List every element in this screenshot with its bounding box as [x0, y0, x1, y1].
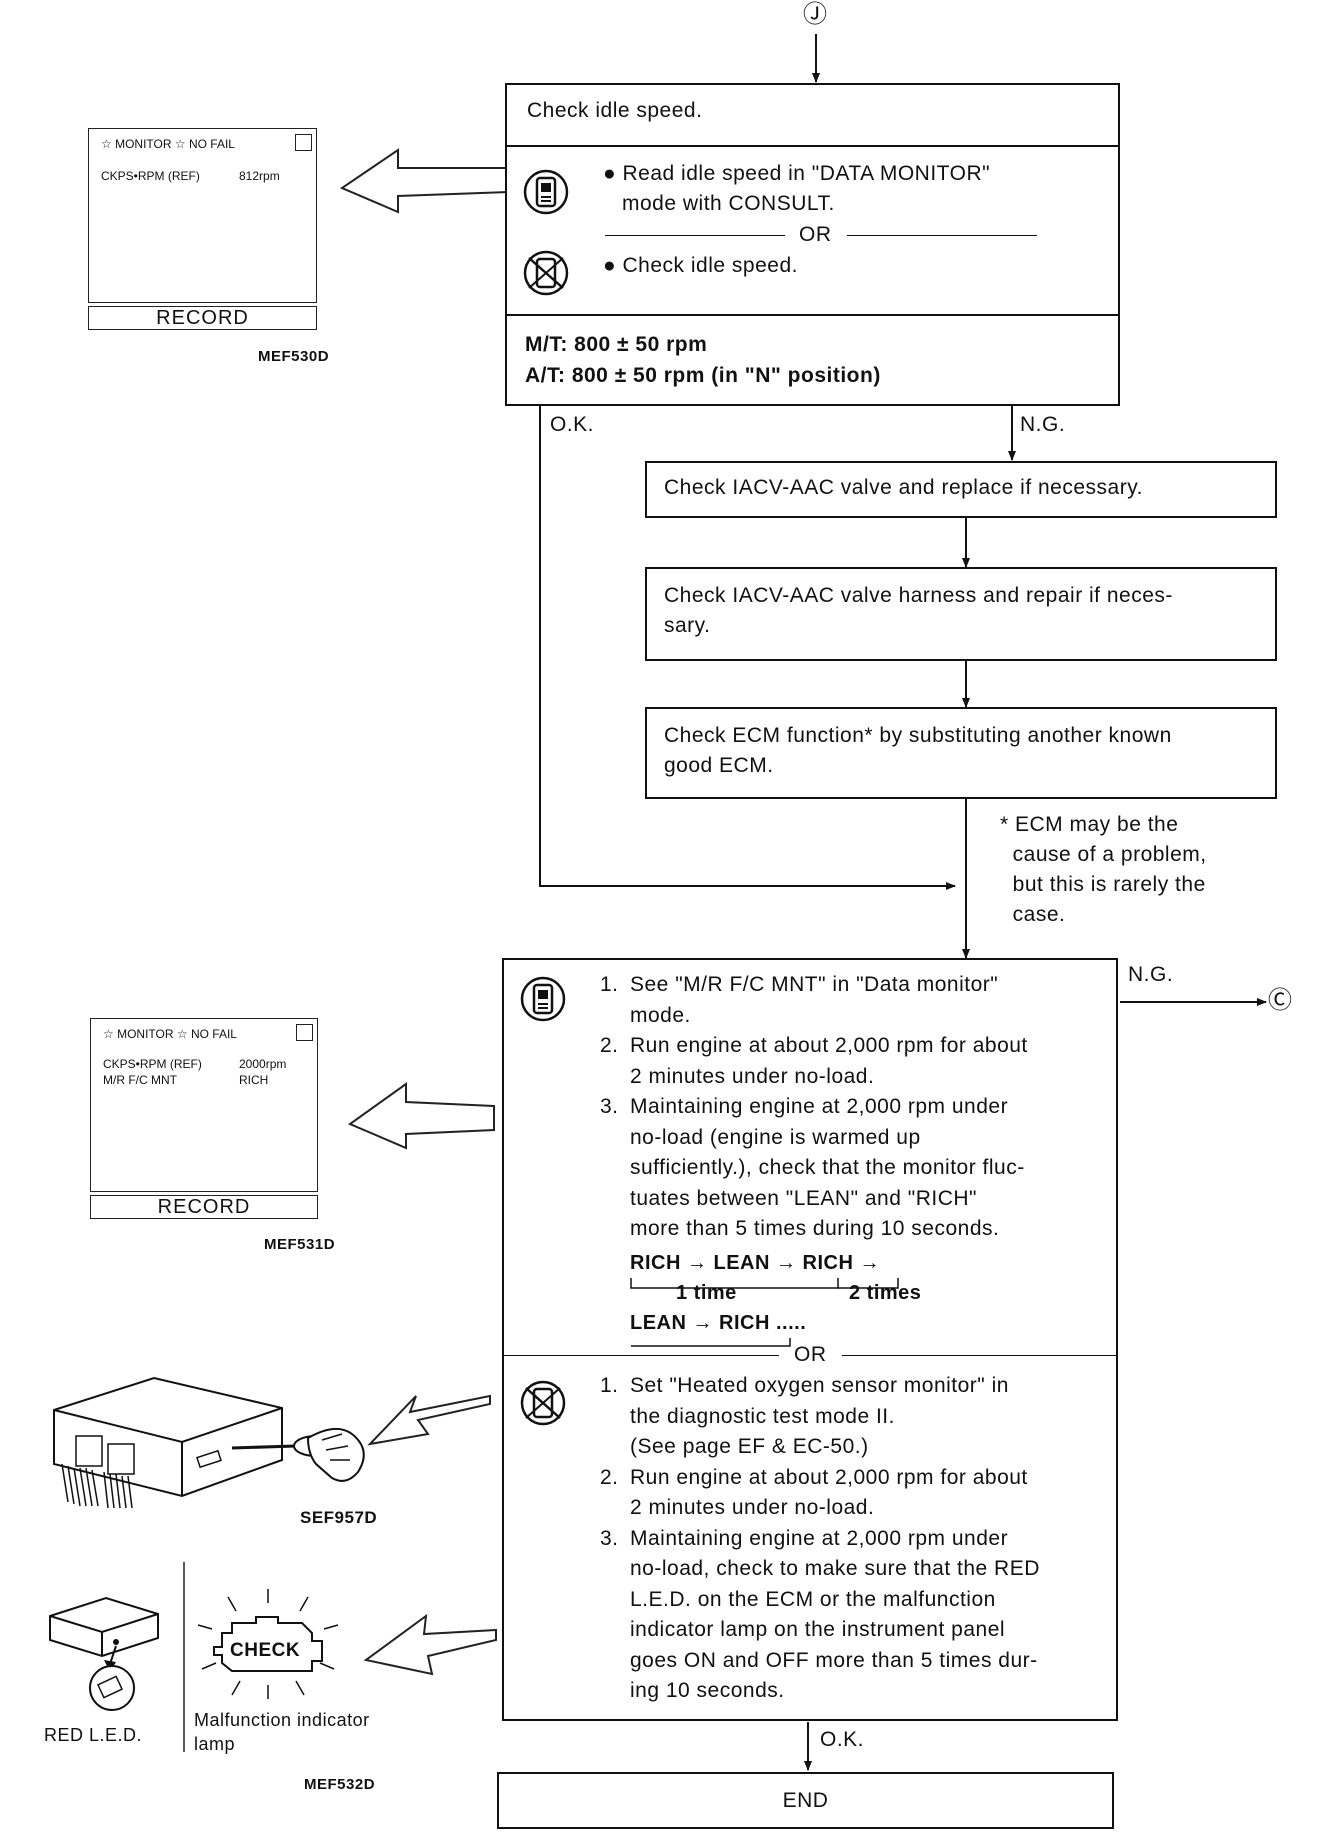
- ng-label-1: N.G.: [1020, 413, 1066, 436]
- monitor-row-value: 812rpm: [239, 169, 280, 183]
- monitor-row-label: CKPS•RPM (REF): [101, 169, 200, 183]
- no-consult-icon: [520, 1380, 566, 1431]
- monitor-header: ☆ MONITOR ☆ NO FAIL: [101, 137, 235, 151]
- hollow-arrow-2: [347, 1082, 495, 1150]
- cycle-brackets: [630, 1278, 899, 1289]
- hollow-arrow-3: [367, 1394, 491, 1446]
- ecm-footnote: * ECM may be the cause of a problem, but…: [1000, 813, 1207, 926]
- mixture-check-box: 1.See "M/R F/C MNT" in "Data monitor" mo…: [502, 958, 1118, 1721]
- checkbox-icon: [295, 134, 312, 151]
- hollow-arrow-1: [339, 148, 511, 214]
- monitor-row-label: CKPS•RPM (REF): [103, 1057, 202, 1071]
- cycle-label-2: 2 times: [849, 1282, 922, 1304]
- list-item: 1.See "M/R F/C MNT" in "Data monitor" mo…: [600, 973, 999, 1027]
- list-item: 3.Maintaining engine at 2,000 rpm under …: [600, 1095, 1025, 1240]
- monitor-screen-1: ☆ MONITOR ☆ NO FAIL CKPS•RPM (REF) 812rp…: [88, 128, 317, 303]
- ng-label-2: N.G.: [1128, 963, 1174, 986]
- figure-id-ecm: SEF957D: [300, 1508, 378, 1527]
- divider: [507, 145, 1118, 147]
- cycle-line-1: RICH → LEAN → RICH →: [630, 1252, 880, 1274]
- ecm-led-illustration: [49, 1596, 159, 1711]
- figure-id-2: MEF531D: [264, 1236, 336, 1253]
- list-item: 1.Set "Heated oxygen sensor monitor" in …: [600, 1374, 1009, 1458]
- check-idle-box: Check idle speed. ● Read idle speed in "…: [505, 83, 1120, 406]
- divider: [507, 314, 1118, 316]
- monitor-row-label: M/R F/C MNT: [103, 1073, 177, 1087]
- record-button-1: RECORD: [88, 306, 317, 330]
- monitor-screen-2: ☆ MONITOR ☆ NO FAIL CKPS•RPM (REF) 2000r…: [90, 1018, 318, 1192]
- list-item: 2.Run engine at about 2,000 rpm for abou…: [600, 1465, 1028, 1520]
- list-item: 3.Maintaining engine at 2,000 rpm under …: [600, 1526, 1040, 1703]
- no-consult-icon: [523, 250, 569, 301]
- connector-j: Ⓙ: [803, 1, 828, 28]
- no-consult-steps: 1.Set "Heated oxygen sensor monitor" in …: [600, 1371, 1040, 1707]
- monitor-row-value: RICH: [239, 1073, 269, 1087]
- figure-id-1: MEF530D: [258, 348, 330, 365]
- step-text: Check IACV-AAC valve and replace if nece…: [664, 476, 1143, 499]
- list-item: 2.Run engine at about 2,000 rpm for abou…: [600, 1034, 1028, 1088]
- consult-steps: 1.See "M/R F/C MNT" in "Data monitor" mo…: [600, 970, 1028, 1245]
- cycle-label-1: 1 time: [676, 1282, 737, 1304]
- or-label-2: OR: [794, 1343, 827, 1366]
- record-button-2: RECORD: [90, 1195, 318, 1219]
- end-label: END: [782, 1789, 829, 1812]
- malfunction-lamp-illustration: [197, 1589, 339, 1699]
- end-box: END: [497, 1772, 1114, 1829]
- spec-mt: M/T: 800 ± 50 rpm: [525, 333, 708, 356]
- consult-instruction: ● Read idle speed in "DATA MONITOR" mode…: [603, 162, 991, 215]
- ok-label-2: O.K.: [820, 1728, 865, 1751]
- step-check-harness: Check IACV-AAC valve harness and repair …: [645, 567, 1277, 661]
- monitor-header: ☆ MONITOR ☆ NO FAIL: [103, 1027, 237, 1041]
- step-text: Check ECM function* by substituting anot…: [664, 724, 1172, 777]
- or-label-1: OR: [799, 223, 832, 246]
- consult-tool-icon: [520, 976, 566, 1027]
- hollow-arrow-4: [363, 1613, 497, 1676]
- connector-c: Ⓒ: [1268, 987, 1293, 1014]
- checkbox-icon: [296, 1024, 313, 1041]
- check-engine-text: CHECK: [230, 1640, 301, 1661]
- ecm-screwdriver-illustration: [53, 1376, 365, 1508]
- red-led-label: RED L.E.D.: [44, 1725, 143, 1745]
- spec-at: A/T: 800 ± 50 rpm (in "N" position): [525, 364, 881, 387]
- cycle-bracket-2: [631, 1338, 791, 1347]
- mil-label: Malfunction indicator lamp: [194, 1710, 370, 1754]
- ok-label-1: O.K.: [550, 413, 595, 436]
- or-divider: [504, 1355, 1116, 1357]
- no-consult-instruction: ● Check idle speed.: [603, 254, 798, 277]
- ok-path-line: [539, 405, 956, 890]
- figure-id-3: MEF532D: [304, 1776, 376, 1793]
- consult-tool-icon: [523, 169, 569, 220]
- or-divider: [507, 235, 1118, 237]
- cycle-line-2: LEAN → RICH .....: [630, 1312, 807, 1334]
- monitor-row-value: 2000rpm: [239, 1057, 287, 1071]
- box1-title: Check idle speed.: [527, 99, 703, 122]
- step-check-ecm: Check ECM function* by substituting anot…: [645, 707, 1277, 799]
- step-check-iacv: Check IACV-AAC valve and replace if nece…: [645, 461, 1277, 518]
- step-text: Check IACV-AAC valve harness and repair …: [664, 584, 1173, 637]
